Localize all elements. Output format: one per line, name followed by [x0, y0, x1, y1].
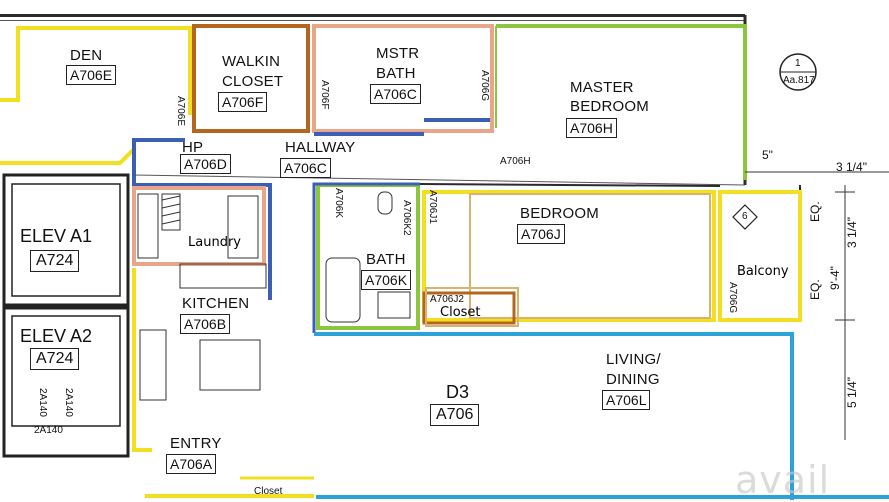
hp-code: A706D [180, 154, 231, 174]
den-label: DEN [70, 47, 103, 64]
door-tag-k2: A706K2 [401, 200, 412, 236]
closet-j2-code: A706J2 [430, 294, 464, 305]
hallway-label: HALLWAY [285, 139, 356, 156]
section-number: 1 [795, 58, 801, 69]
balcony-tag: 6 [742, 211, 748, 222]
kitchen-fridge [139, 329, 167, 401]
walkin-closet-outline [192, 24, 310, 133]
living-label-2: DINING [606, 371, 660, 388]
elevator-a2-car [11, 315, 121, 427]
closet-j2-outline [422, 291, 516, 325]
elev-small-1: 2A140 [34, 425, 63, 436]
bedroom-top-wall [419, 183, 721, 187]
balcony-annotation: Balcony [737, 264, 789, 279]
elev-a1-label: ELEV A1 [20, 226, 93, 246]
elev-a1-code: A724 [30, 250, 80, 272]
bedroom-label: BEDROOM [520, 205, 599, 222]
master-bedroom-code: A706H [566, 118, 617, 138]
bath-toilet [377, 191, 393, 215]
section-ref: Aa.817 [783, 75, 815, 86]
elevator-a1-car [11, 183, 121, 297]
elevator-a1-shaft [2, 173, 130, 307]
walkin-code: A706F [218, 92, 268, 112]
door-tag-f: A706F [319, 80, 330, 110]
bathtub [325, 257, 361, 323]
watermark-logo: avail [735, 458, 831, 502]
kitchen-code: A706B [180, 314, 231, 334]
elev-small-3: 2A140 [63, 388, 74, 417]
laundry-annotation: Laundry [188, 235, 241, 250]
door-tag-j1: A706J1 [427, 190, 438, 224]
balcony-outline [718, 190, 802, 322]
dim-9-4: 9'-4" [828, 266, 842, 290]
hp-label: HP [182, 139, 204, 156]
hallway-code: A706C [280, 158, 331, 178]
hatch-3 [161, 211, 181, 217]
hatch-2 [161, 203, 181, 209]
entry-label: ENTRY [170, 435, 222, 452]
master-bedroom-label-1: MASTER [570, 79, 634, 96]
d3-code: A706 [430, 404, 480, 426]
elevator-a2-shaft [2, 306, 130, 458]
living-code: A706L [602, 390, 651, 410]
hallway-wall [133, 174, 746, 186]
entry-code: A706A [166, 454, 217, 474]
laundry-outline [132, 186, 266, 266]
door-tag-h: A706H [500, 156, 531, 167]
closet-annotation: Closet [440, 305, 481, 320]
top-wall-thin [0, 20, 745, 21]
elev-a2-code: A724 [30, 348, 80, 370]
dim-5-1-4: 5 1/4" [845, 377, 859, 408]
bath-blue [312, 182, 420, 333]
d3-label: D3 [446, 382, 470, 402]
washer [137, 193, 159, 259]
door-tag-g: A706G [479, 70, 490, 102]
dim-5in: 5" [762, 148, 773, 162]
kitchen-label: KITCHEN [182, 295, 250, 312]
mstr-bath-outline [312, 24, 494, 133]
mstr-bath-label-1: MSTR [376, 45, 420, 62]
hatch-1 [161, 195, 181, 201]
bedroom-outline [422, 190, 716, 322]
master-bedroom-label-2: BEDROOM [570, 98, 649, 115]
door-tag-k: A706K [333, 188, 344, 219]
mstr-bath-label-2: BATH [376, 65, 416, 82]
dim-3-1-4-mid: 3 1/4" [845, 217, 859, 248]
door-tag-e: A706E [175, 96, 186, 127]
living-label-1: LIVING/ [606, 351, 661, 368]
bedroom-inner [469, 193, 711, 319]
elev-a2-label: ELEV A2 [20, 326, 93, 346]
den-outline-lower [0, 148, 135, 165]
dim-eq-1: EQ. [808, 201, 822, 222]
balcony-tag-diamond [732, 204, 758, 230]
closet-j2-tan [425, 287, 519, 327]
bath-label: BATH [366, 251, 406, 268]
elev-small-2: 2A140 [37, 388, 48, 417]
dim-eq-2: EQ. [808, 279, 822, 300]
kitchen-outline [132, 268, 152, 452]
master-bedroom-outline [496, 24, 747, 180]
laundry-blue [180, 183, 272, 300]
bedroom-code: A706J [517, 224, 565, 244]
hp-outline [132, 138, 185, 187]
bath-code: A706K [361, 270, 412, 290]
bath-sink [377, 291, 411, 319]
mstr-bath-code: A706C [370, 84, 421, 104]
den-outline [0, 26, 192, 115]
door-tag-g2: A706G [727, 282, 738, 314]
dim-3-1-4-top: 3 1/4" [836, 160, 867, 174]
walkin-label-2: CLOSET [222, 73, 284, 90]
walkin-label-1: WALKIN [222, 53, 281, 70]
living-outline [314, 332, 794, 500]
kitchen-counter [179, 263, 267, 289]
kitchen-island [199, 339, 261, 391]
closet-bottom-annotation: Closet [254, 486, 283, 497]
hatch-4 [161, 219, 181, 225]
top-wall [0, 14, 745, 17]
den-code: A706E [66, 65, 117, 85]
water-heater [227, 195, 259, 259]
